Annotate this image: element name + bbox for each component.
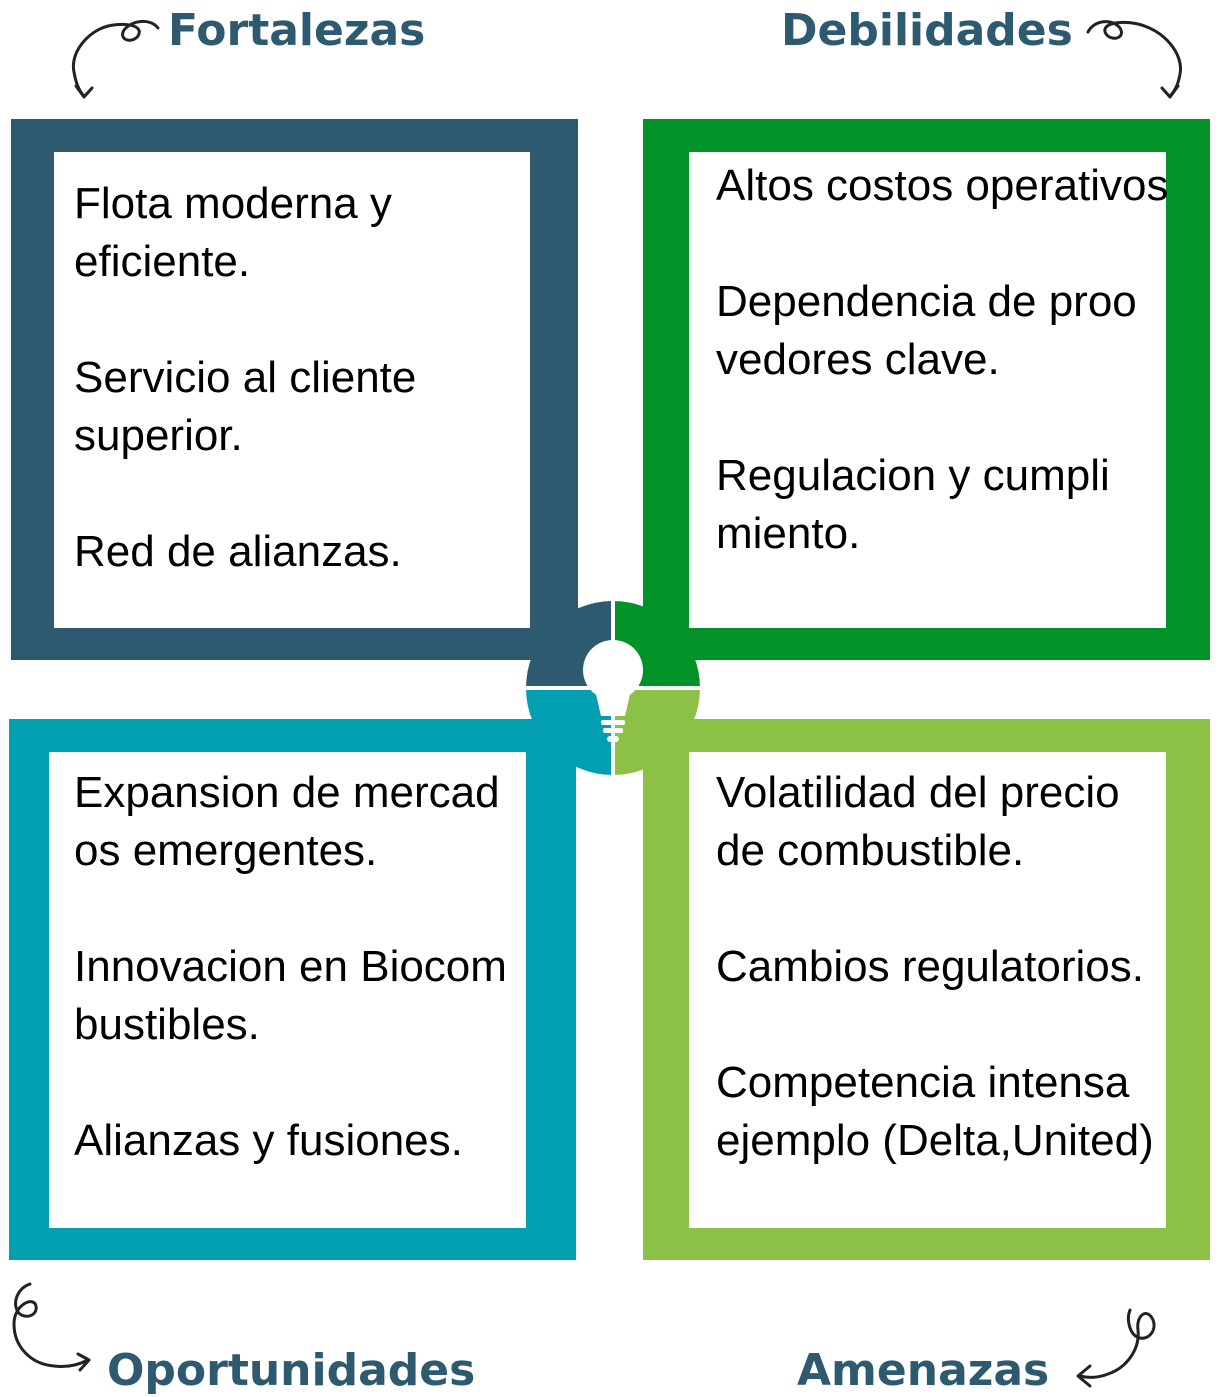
curly-arrow-icon [12,1282,91,1372]
lightbulb-icon [583,640,643,742]
item-line: Alianzas y fusiones. [74,1116,463,1165]
oportunidades-title: Oportunidades [107,1345,476,1396]
item-line: miento. [716,509,861,558]
list-item: Innovacion en Biocom bustibles. [74,938,507,1054]
amenazas-list: Volatilidad del precio de combustible. C… [716,764,1154,1170]
list-item: Expansion de mercad os emergentes. [74,764,507,880]
item-line: Expansion de mercad [74,768,500,817]
list-item: Red de alianzas. [74,523,416,581]
list-item: Dependencia de proo vedores clave. [716,273,1168,389]
item-line: Competencia intensa [716,1058,1130,1107]
fortalezas-list: Flota moderna y eficiente. Servicio al c… [74,175,416,581]
amenazas-inner [689,752,1166,1228]
item-line: os emergentes. [74,826,378,875]
item-line: bustibles. [74,1000,260,1049]
item-line: Cambios regulatorios. [716,942,1144,991]
list-item: Competencia intensa ejemplo (Delta,Unite… [716,1054,1154,1170]
item-line: ejemplo (Delta,United) [716,1116,1154,1165]
debilidades-list: Altos costos operativos Dependencia de p… [716,157,1168,563]
item-line: superior. [74,411,243,460]
curly-arrow-icon [1086,20,1182,99]
list-item: Volatilidad del precio de combustible. [716,764,1154,880]
fortalezas-title: Fortalezas [168,5,426,56]
item-line: Volatilidad del precio [716,768,1120,817]
list-item: Alianzas y fusiones. [74,1112,507,1170]
item-line: eficiente. [74,237,251,286]
curly-arrow-icon [1076,1308,1156,1388]
item-line: de combustible. [716,826,1025,875]
list-item: Altos costos operativos [716,157,1168,215]
item-line: Dependencia de proo [716,277,1137,326]
item-line: Regulacion y cumpli [716,451,1110,500]
item-line: Innovacion en Biocom [74,942,507,991]
list-item: Servicio al cliente superior. [74,349,416,465]
item-line: Red de alianzas. [74,527,402,576]
item-line: Flota moderna y [74,179,392,228]
debilidades-title: Debilidades [781,5,1073,56]
curly-arrow-icon [71,20,160,99]
item-line: Altos costos operativos [716,161,1169,210]
amenazas-title: Amenazas [797,1345,1050,1396]
list-item: Flota moderna y eficiente. [74,175,416,291]
oportunidades-list: Expansion de mercad os emergentes. Innov… [74,764,507,1170]
fortalezas-inner [54,152,530,628]
debilidades-inner [689,152,1166,628]
item-line: Servicio al cliente [74,353,417,402]
item-line: vedores clave. [716,335,1000,384]
oportunidades-inner [49,752,526,1228]
list-item: Cambios regulatorios. [716,938,1154,996]
list-item: Regulacion y cumpli miento. [716,447,1168,563]
